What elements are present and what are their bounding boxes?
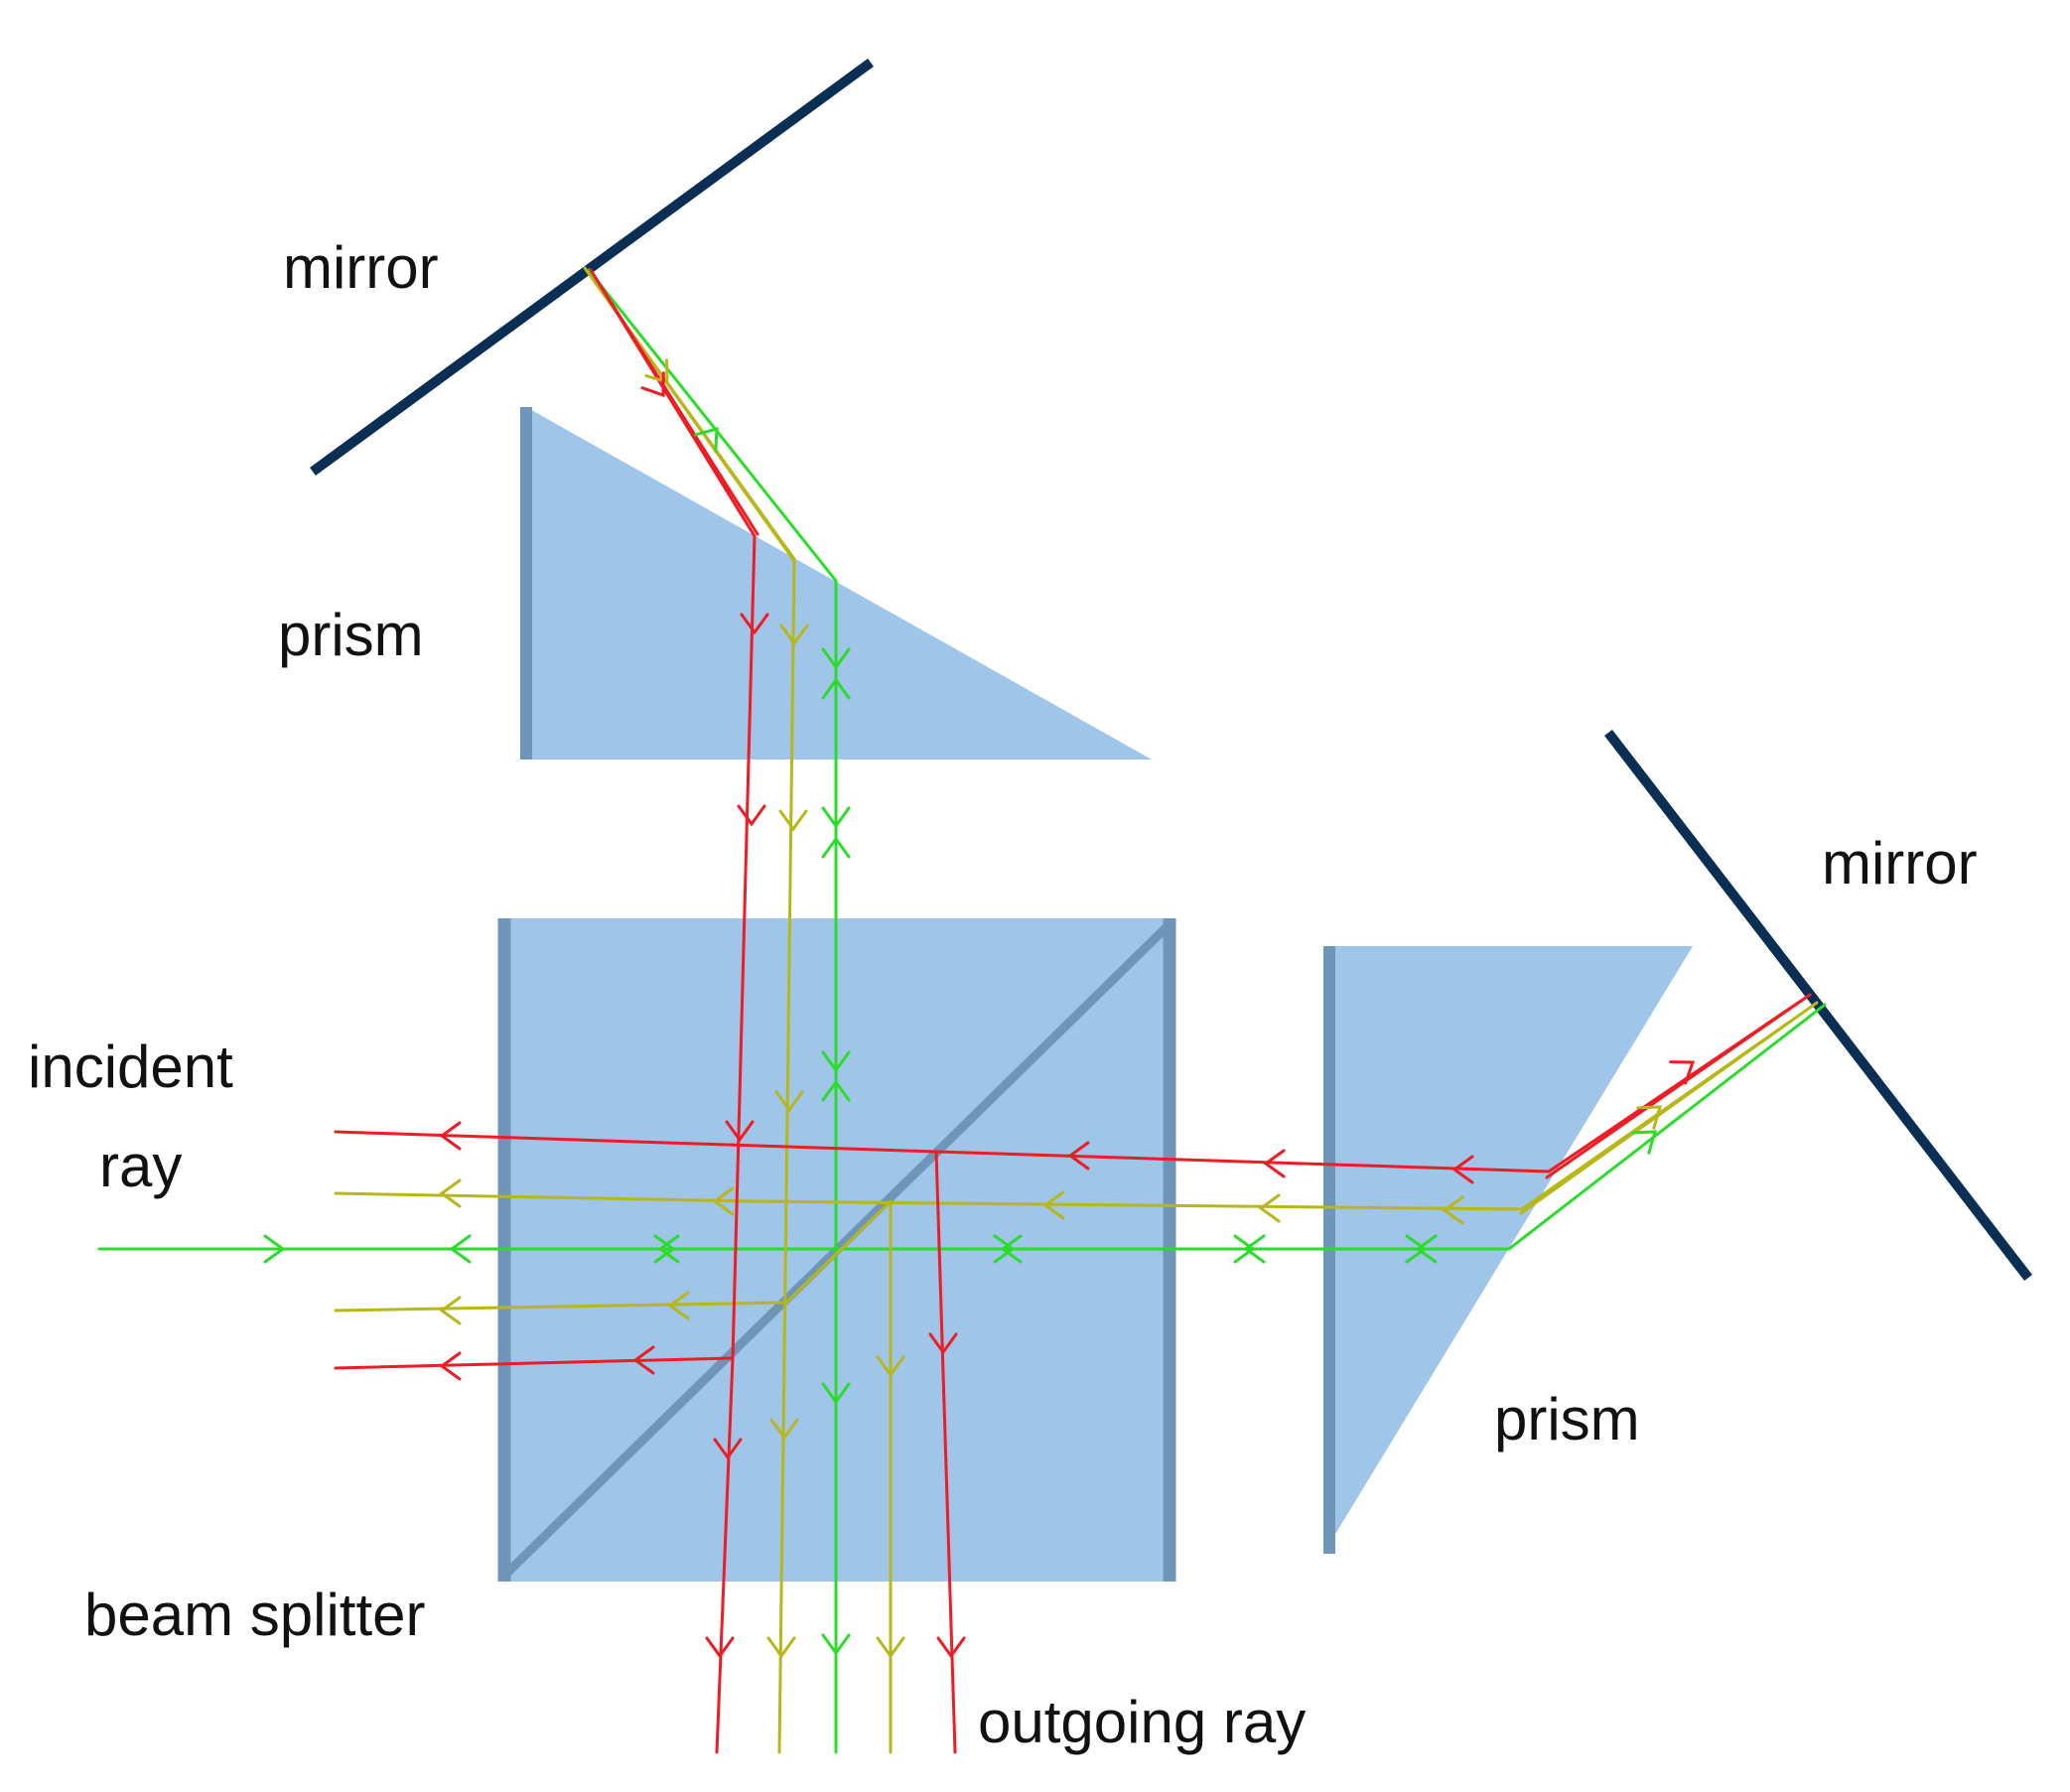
- ray-arrowhead: [1263, 1149, 1286, 1178]
- ray-arrowhead: [439, 1351, 462, 1381]
- ray-arrowhead: [725, 1120, 755, 1143]
- ray-arrowhead: [439, 1121, 462, 1151]
- ray-arrowhead: [821, 1382, 851, 1405]
- ray-arrowhead: [1631, 1130, 1658, 1155]
- ray-arrowhead: [1233, 1234, 1256, 1264]
- ray-arrowhead: [821, 647, 851, 670]
- ray-arrowhead: [1405, 1234, 1428, 1264]
- incident-ray-label-line2: ray: [99, 1133, 182, 1199]
- ray-arrowhead: [653, 1234, 676, 1264]
- right-mirror-label: mirror: [1822, 830, 1978, 896]
- yellow-ray-reflected-out: [334, 1199, 893, 1754]
- ray-arrowhead: [778, 809, 808, 832]
- ray-arrowhead: [640, 371, 665, 398]
- ray-arrowhead: [928, 1332, 958, 1355]
- ray-arrowhead: [1669, 1060, 1696, 1085]
- ray-arrowhead: [821, 836, 851, 859]
- red-ray-outgoing-left: [715, 1356, 735, 1754]
- red-ray-outgoing-right: [934, 1150, 957, 1754]
- ray-arrowhead: [1442, 1195, 1464, 1225]
- ray-arrowhead: [936, 1636, 966, 1659]
- right-mirror: [1604, 729, 2032, 1282]
- ray-arrowhead: [1415, 1234, 1438, 1264]
- ray-arrowhead: [740, 613, 769, 635]
- ray-arrowhead: [712, 1186, 735, 1216]
- green-ray-right-path: [1507, 1003, 1827, 1251]
- incident-ray-label-line1: incident: [28, 1034, 233, 1100]
- ray-arrowhead: [705, 1636, 735, 1659]
- ray-arrowhead: [779, 623, 809, 646]
- ray-arrowhead: [821, 677, 851, 700]
- ray-arrowhead: [876, 1636, 905, 1659]
- ray-arrowhead: [821, 1079, 851, 1102]
- ray-arrowheads: [263, 358, 1696, 1659]
- ray-arrowhead: [1243, 1234, 1266, 1264]
- ray-arrowhead: [667, 1291, 690, 1320]
- ray-arrowhead: [713, 1438, 743, 1460]
- yellow-ray-vertical: [583, 266, 796, 1754]
- ray-arrowhead: [439, 1178, 462, 1208]
- red-ray-upper: [334, 993, 1812, 1179]
- ray-arrowhead: [876, 1355, 905, 1378]
- ray-arrowhead: [694, 427, 719, 453]
- ray-arrowhead: [821, 1633, 851, 1656]
- beam-splitter-label: beam splitter: [84, 1582, 425, 1648]
- top-prism: [520, 407, 1152, 759]
- ray-arrowhead: [449, 1234, 472, 1264]
- ray-arrowhead: [766, 1636, 796, 1659]
- ray-arrowhead: [1000, 1234, 1023, 1264]
- ray-arrowhead: [821, 1050, 851, 1073]
- ray-arrowhead: [821, 806, 851, 829]
- ray-arrowhead: [1636, 1105, 1663, 1130]
- green-ray-top-path: [587, 268, 838, 583]
- ray-arrowhead: [1451, 1155, 1474, 1184]
- ray-arrowhead: [1067, 1141, 1090, 1171]
- ray-arrowhead: [632, 1345, 655, 1375]
- ray-arrowhead: [1258, 1193, 1281, 1223]
- light-rays: [97, 266, 1827, 1754]
- ray-arrowhead: [774, 1090, 804, 1113]
- yellow-ray-top-loop: [334, 1001, 1819, 1215]
- ray-arrowhead: [993, 1234, 1016, 1264]
- top-mirror-label: mirror: [283, 234, 439, 301]
- ray-arrowhead: [1042, 1190, 1065, 1220]
- right-prism-label: prism: [1494, 1386, 1640, 1452]
- ray-arrowhead: [657, 1234, 680, 1264]
- ray-arrowhead: [263, 1234, 286, 1264]
- red-ray-lower: [334, 268, 759, 1370]
- ray-arrowhead: [644, 358, 669, 385]
- ray-arrowhead: [439, 1296, 462, 1325]
- ray-arrowhead: [737, 804, 766, 827]
- top-prism-label: prism: [278, 602, 424, 668]
- ray-arrowhead: [769, 1418, 799, 1441]
- outgoing-ray-label: outgoing ray: [978, 1689, 1306, 1755]
- top-mirror: [310, 58, 874, 477]
